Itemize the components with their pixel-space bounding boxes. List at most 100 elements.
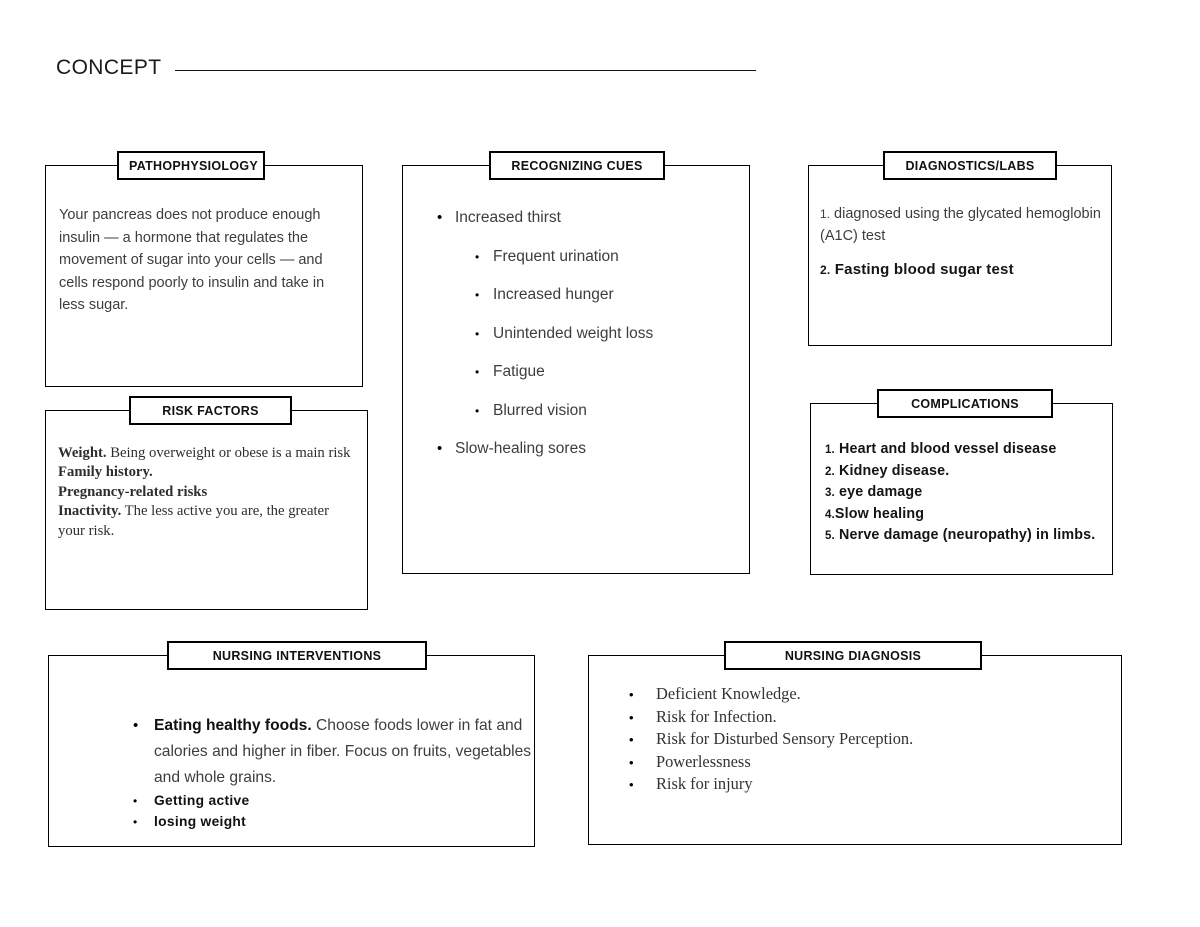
nursing-diagnosis-item: • Deficient Knowledge. [589, 683, 1123, 706]
recognizing-cue-item: • Unintended weight loss [403, 324, 751, 344]
risk-factor-item: Pregnancy-related risks [58, 483, 358, 502]
nursing-diagnosis-label: Risk for Disturbed Sensory Perception. [656, 729, 914, 749]
nursing-diagnosis-item: • Powerlessness [589, 751, 1123, 774]
pathophysiology-title: PATHOPHYSIOLOGY [117, 151, 265, 180]
recognizing-cue-label: Blurred vision [493, 401, 587, 419]
nursing-intervention-lead: Eating healthy foods. [154, 717, 312, 734]
nursing-diagnosis-label: Risk for injury [656, 774, 753, 794]
nursing-diagnosis-label: Risk for Infection. [656, 706, 777, 726]
recognizing-cues-title: RECOGNIZING CUES [489, 151, 665, 180]
recognizing-cue-item: • Increased hunger [403, 285, 751, 305]
nursing-intervention-text: Eating healthy foods. Choose foods lower… [154, 713, 536, 791]
bullet-icon: • [437, 209, 443, 226]
diagnostics-item-2-text: Fasting blood sugar test [830, 261, 1014, 278]
complication-number: 5. [825, 530, 835, 543]
complication-item: 2. Kidney disease. [825, 461, 1105, 483]
complication-label: Slow healing [834, 505, 925, 522]
risk-factor-item: Weight. Being overweight or obese is a m… [58, 444, 358, 463]
recognizing-cue-item: • Frequent urination [403, 247, 751, 267]
nursing-intervention-item: • Getting active [49, 791, 536, 812]
nursing-diagnosis-list: • Deficient Knowledge. • Risk for Infection… [589, 683, 1123, 796]
diagnostics-labs-body: 1. diagnosed using the glycated hemoglob… [820, 204, 1102, 282]
diagnostics-item-1: 1. diagnosed using the glycated hemoglob… [820, 206, 1101, 244]
risk-factor-lead: Weight. [58, 445, 107, 461]
bullet-icon: • [437, 440, 443, 457]
nursing-diagnosis-label: Powerlessness [656, 751, 751, 771]
complication-item: 3. eye damage [825, 482, 1105, 504]
complications-title: COMPLICATIONS [877, 389, 1053, 418]
complication-item: 4.Slow healing [825, 504, 1105, 526]
recognizing-cue-item: • Blurred vision [403, 401, 751, 421]
risk-factor-detail: The less active you are, the greater you… [58, 503, 329, 539]
pathophysiology-box: PATHOPHYSIOLOGY Your pancreas does not p… [45, 151, 363, 387]
complication-label: Heart and blood vessel disease [834, 441, 1057, 457]
concept-header: CONCEPT [56, 56, 756, 90]
pathophysiology-body: Your pancreas does not produce enough in… [59, 207, 325, 314]
recognizing-cue-item: • Slow-healing sores [403, 439, 751, 459]
recognizing-cue-label: Fatigue [493, 363, 545, 380]
bullet-icon: • [133, 794, 138, 808]
nursing-intervention-detail: Choose foods lower in fat and calories a… [154, 717, 532, 786]
bullet-icon: • [629, 709, 634, 725]
nursing-diagnosis-label: Deficient Knowledge. [656, 684, 801, 703]
nursing-intervention-item: • Eating healthy foods. Choose foods lowe… [49, 713, 536, 791]
diagnostics-labs-title: DIAGNOSTICS/LABS [883, 151, 1057, 180]
nursing-interventions-box: NURSING INTERVENTIONS • Eating healthy fo… [48, 641, 536, 847]
complication-item: 5. Nerve damage (neuropathy) in limbs. [825, 525, 1105, 547]
complication-label: Kidney disease. [834, 462, 950, 479]
recognizing-cue-label: Slow-healing sores [455, 440, 586, 457]
recognizing-cue-label: Increased hunger [493, 286, 614, 303]
recognizing-cue-label: Unintended weight loss [493, 324, 654, 342]
bullet-icon: • [475, 288, 480, 302]
complications-box: COMPLICATIONS 1. Heart and blood vessel … [810, 389, 1113, 575]
recognizing-cue-label: Frequent urination [493, 247, 619, 265]
risk-factor-item: Family history. [58, 463, 358, 482]
risk-factor-detail: Being overweight or obese is a main risk [106, 445, 351, 461]
recognizing-cue-item: • Increased thirst [403, 208, 751, 228]
bullet-icon: • [133, 814, 138, 829]
nursing-intervention-text: Getting active [154, 793, 250, 808]
nursing-interventions-title: NURSING INTERVENTIONS [167, 641, 427, 670]
bullet-icon: • [475, 403, 480, 418]
nursing-diagnosis-title: NURSING DIAGNOSIS [724, 641, 982, 670]
risk-factors-body: Weight. Being overweight or obese is a m… [58, 444, 358, 541]
complication-number: 3. [825, 487, 835, 500]
risk-factors-title: RISK FACTORS [129, 396, 292, 425]
bullet-icon: • [475, 249, 480, 264]
nursing-intervention-text: losing weight [154, 813, 247, 829]
nursing-diagnosis-box: NURSING DIAGNOSIS •Deficient Knowledge.•… [588, 641, 1123, 845]
risk-factor-lead: Inactivity. [58, 503, 122, 520]
concept-blank-line[interactable] [175, 69, 756, 71]
complication-number: 1. [825, 444, 835, 456]
nursing-interventions-list: • Eating healthy foods. Choose foods lowe… [49, 713, 536, 832]
diagnostics-item-1-number: 1. [820, 207, 831, 221]
bullet-icon: • [629, 754, 634, 770]
complication-number: 4. [825, 508, 835, 521]
page-title: CONCEPT [56, 56, 162, 79]
diagnostics-item-2-number: 2. [820, 263, 831, 277]
risk-factor-lead: Family history. [58, 464, 153, 481]
recognizing-cues-box: RECOGNIZING CUES • Increased thirst • Frequ… [402, 151, 751, 574]
recognizing-cue-item: • Fatigue [403, 362, 751, 382]
recognizing-cue-label: Increased thirst [455, 209, 561, 226]
complication-label: eye damage [834, 484, 923, 501]
diagnostics-labs-box: DIAGNOSTICS/LABS 1. diagnosed using the … [808, 151, 1112, 346]
risk-factor-item: Inactivity. The less active you are, the… [58, 502, 358, 541]
nursing-diagnosis-item: • Risk for Disturbed Sensory Perception. [589, 728, 1123, 751]
complication-label: Nerve damage (neuropathy) in limbs. [834, 527, 1096, 544]
risk-factors-box: RISK FACTORS Weight. Being overweight or… [45, 396, 368, 610]
nursing-intervention-item: • losing weight [49, 812, 536, 833]
risk-factor-lead: Pregnancy-related risks [58, 483, 208, 500]
diagnostics-item-2: 2. Fasting blood sugar test [820, 259, 1102, 282]
nursing-diagnosis-item: • Risk for Infection. [589, 706, 1123, 729]
bullet-icon: • [475, 326, 480, 341]
bullet-icon: • [629, 777, 634, 793]
complication-item: 1. Heart and blood vessel disease [825, 439, 1105, 461]
recognizing-cues-list: • Increased thirst • Frequent urination • Inc… [403, 208, 751, 478]
diagnostics-item-1-text: diagnosed using the glycated hemoglobin … [820, 206, 1101, 244]
bullet-icon: • [629, 687, 634, 702]
bullet-icon: • [629, 732, 634, 748]
bullet-icon: • [133, 717, 139, 734]
bullet-icon: • [475, 365, 480, 379]
